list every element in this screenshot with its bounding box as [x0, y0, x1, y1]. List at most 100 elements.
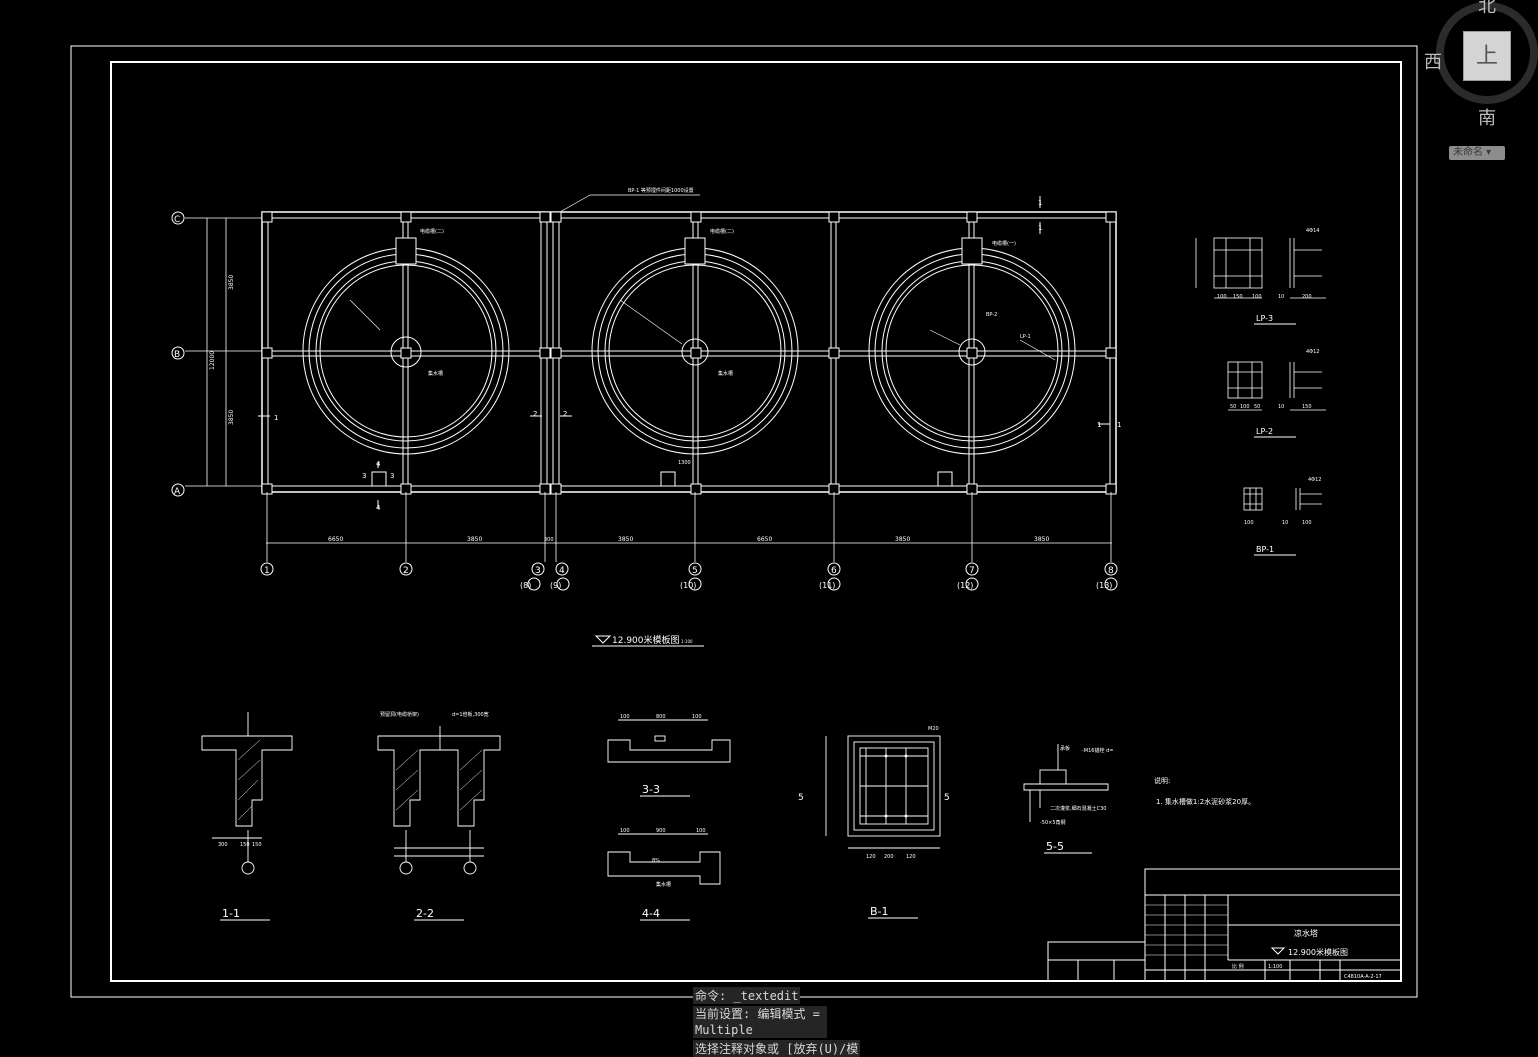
- svg-text:100: 100: [1244, 520, 1254, 526]
- viewcube-top-face[interactable]: 上: [1463, 31, 1511, 81]
- named-view-dropdown[interactable]: 未命名 ▾: [1449, 146, 1505, 160]
- svg-text:-M16锚栓 d=: -M16锚栓 d=: [1082, 747, 1113, 754]
- svg-text:150: 150: [240, 842, 250, 848]
- section-2-2-label: 2-2: [416, 907, 434, 920]
- svg-text:50: 50: [1254, 404, 1260, 410]
- svg-text:100: 100: [620, 714, 630, 720]
- plan-label-4: BP-2: [986, 312, 997, 318]
- axis-col-6: 6: [831, 566, 837, 576]
- plan-label-6: 集水槽: [428, 370, 443, 377]
- svg-text:5: 5: [798, 793, 804, 803]
- svg-text:100: 100: [1252, 294, 1262, 300]
- sheet-inner-border: [110, 61, 1402, 982]
- section-3-3-label: 3-3: [642, 783, 660, 796]
- plan-dim-7: 3850: [1034, 536, 1049, 543]
- title-block: [1047, 868, 1402, 982]
- plan-title: 12.900米模板图: [612, 634, 680, 646]
- svg-text:120: 120: [866, 854, 876, 860]
- axis-col-3: 3: [535, 566, 541, 576]
- plan-label-7: 集水槽: [718, 370, 733, 377]
- axis-col-8: 8: [1108, 566, 1114, 576]
- viewcube-south[interactable]: 南: [1478, 108, 1496, 129]
- svg-text:2: 2: [533, 410, 537, 418]
- axis-col-5: 5: [692, 566, 698, 576]
- viewcube-compass-ring[interactable]: [1436, 2, 1538, 104]
- plan-dim-5: 6650: [757, 536, 772, 543]
- title-block-drawing: 12.900米模板图: [1288, 947, 1348, 957]
- plan-view: 3850 12000 3850 6650 3850 300 3850 6650 …: [171, 187, 1121, 647]
- svg-text:100: 100: [1217, 294, 1227, 300]
- svg-text:12000: 12000: [209, 351, 216, 370]
- svg-text:4: 4: [376, 504, 381, 512]
- viewcube[interactable]: 上 北 西 南 未命名 ▾: [1424, 0, 1538, 170]
- viewcube-north[interactable]: 北: [1478, 0, 1496, 17]
- svg-text:200: 200: [1302, 294, 1312, 300]
- svg-text:100: 100: [1240, 404, 1250, 410]
- plan-label-8: 1300: [678, 460, 691, 466]
- svg-text:100: 100: [692, 714, 702, 720]
- svg-text:10: 10: [1278, 404, 1284, 410]
- svg-text:100: 100: [1302, 520, 1312, 526]
- plan-label-5: LP-1: [1020, 334, 1031, 340]
- axis-col-alt-10: (10): [680, 581, 696, 590]
- plan-label-3: 电缆槽(一): [992, 240, 1016, 247]
- svg-text:集水槽: 集水槽: [656, 881, 671, 888]
- svg-text:3: 3: [390, 472, 394, 480]
- svg-text:100: 100: [696, 828, 706, 834]
- axis-col-4: 4: [559, 566, 565, 576]
- svg-text:4Φ12: 4Φ12: [1308, 477, 1321, 483]
- svg-text:承板: 承板: [1060, 745, 1070, 752]
- title-block-scale-label: 比 例: [1232, 963, 1244, 970]
- axis-row-b: B: [174, 350, 180, 360]
- plan-dim-2: 3850: [467, 536, 482, 543]
- plan-dim-4: 3850: [618, 536, 633, 543]
- axis-row-a: A: [174, 487, 181, 497]
- detail-lp2-label: LP-2: [1256, 427, 1273, 436]
- section-4-4-label: 4-4: [642, 907, 660, 920]
- svg-text:120: 120: [906, 854, 916, 860]
- svg-text:二次灌浆,细石混凝土C30: 二次灌浆,细石混凝土C30: [1050, 805, 1106, 812]
- svg-text:10: 10: [1278, 294, 1284, 300]
- svg-text:8%: 8%: [652, 858, 660, 864]
- section-1-1-label: 1-1: [222, 907, 240, 920]
- plan-dim-1: 6650: [328, 536, 343, 543]
- command-history-line-2: 当前设置: 编辑模式 = Multiple: [693, 1006, 827, 1038]
- svg-text:5: 5: [944, 793, 950, 803]
- plan-note-top: BP-1 等预埋件间距1000设置: [628, 187, 694, 194]
- svg-text:150: 150: [1233, 294, 1243, 300]
- axis-col-alt-13: (13): [1096, 581, 1112, 590]
- command-history-line-1: 命令: _textedit: [693, 987, 801, 1004]
- svg-text:200: 200: [884, 854, 894, 860]
- svg-text:3850: 3850: [228, 410, 235, 425]
- svg-text:10: 10: [1282, 520, 1288, 526]
- notes-heading: 说明:: [1154, 776, 1170, 785]
- axis-col-alt-11: (11): [819, 581, 835, 590]
- detail-bp1-label: BP-1: [1256, 545, 1274, 554]
- svg-text:100: 100: [620, 828, 630, 834]
- svg-text:3850: 3850: [228, 275, 235, 290]
- title-block-scale: 1:100: [1268, 964, 1282, 970]
- title-block-project: 凉水塔: [1294, 928, 1318, 938]
- viewcube-west[interactable]: 西: [1424, 52, 1442, 73]
- axis-col-7: 7: [969, 566, 975, 576]
- svg-text:900: 900: [656, 828, 666, 834]
- notes-item-1: 1. 集水槽做1:2水泥砂浆20厚。: [1156, 797, 1255, 806]
- axis-col-2: 2: [403, 566, 409, 576]
- sheet-outer-border: [70, 45, 1418, 998]
- svg-text:-50×5角钢: -50×5角钢: [1040, 819, 1066, 826]
- svg-text:3: 3: [362, 472, 366, 480]
- detail-lp3-label: LP-3: [1256, 314, 1273, 323]
- plan-title-scale: 1:100: [681, 639, 693, 644]
- axis-col-alt-12: (12): [957, 581, 973, 590]
- svg-text:4Φ12: 4Φ12: [1306, 349, 1319, 355]
- svg-text:50: 50: [1230, 404, 1236, 410]
- svg-text:2: 2: [563, 410, 567, 418]
- plan-label-2: 电缆槽(二): [710, 228, 734, 235]
- axis-col-alt-9: (9): [550, 581, 561, 590]
- plan-label-1: 电缆槽(二): [420, 228, 444, 235]
- detail-b1-label: B-1: [870, 905, 889, 918]
- svg-text:150: 150: [252, 842, 262, 848]
